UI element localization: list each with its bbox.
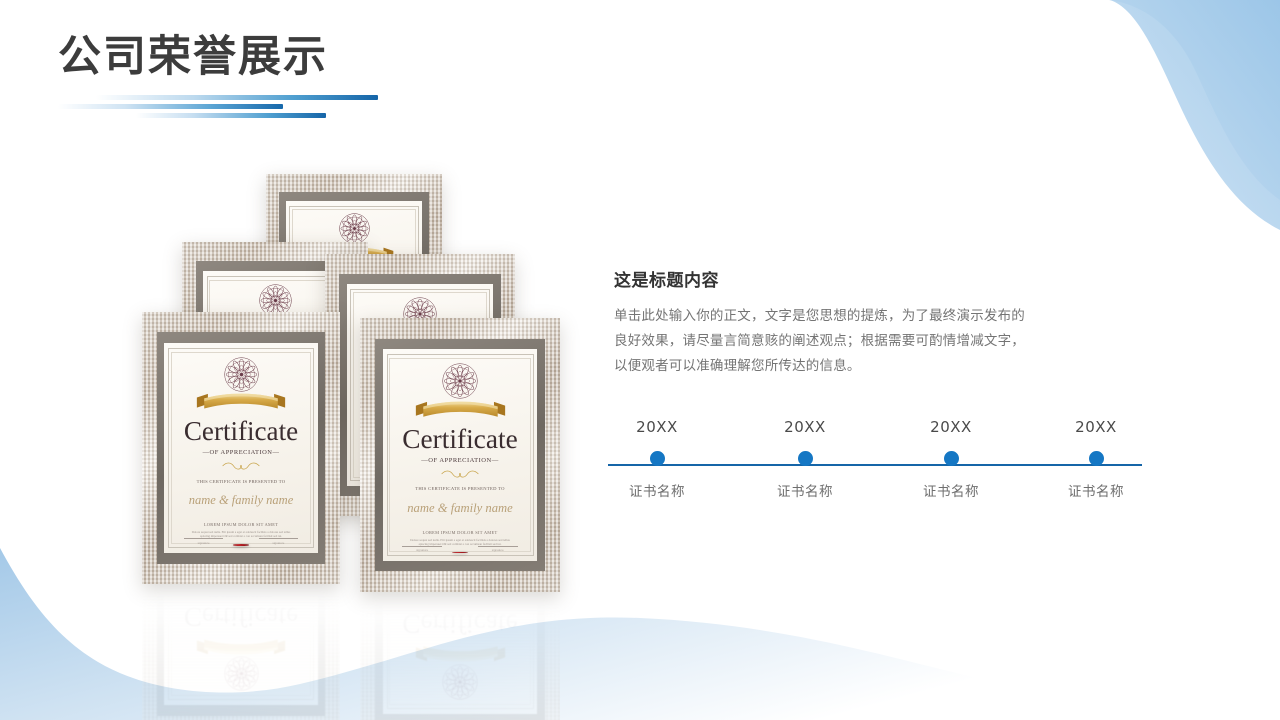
certificate-title: Certificate (183, 416, 299, 447)
timeline-axis (608, 464, 1142, 466)
certificate-recipient-name: name & family name (407, 501, 513, 516)
certificate-seal-icon (233, 543, 249, 546)
certificate-mandala-icon (442, 659, 478, 700)
certificate-front-right[interactable]: Certificate —OF APPRECIATION— THIS CERTIF… (360, 318, 560, 592)
timeline-node-3[interactable]: 20XX 证书名称 (891, 418, 1011, 500)
title-rule-1 (96, 95, 378, 101)
timeline-year: 20XX (636, 418, 678, 436)
certificate-ribbon-icon (195, 392, 287, 422)
timeline-dot-icon[interactable] (649, 451, 665, 466)
certificate-mandala-icon (223, 651, 259, 691)
certificate-flourish-icon (218, 458, 264, 476)
timeline-label: 证书名称 (629, 484, 685, 500)
certificate-mat: Certificate —OF APPRECIATION— THIS CERTIF… (375, 338, 545, 572)
certificate-recipient-name: name & family name (188, 493, 294, 508)
certificate-gallery: Certificate—OF APPRECIATION— THIS CERTIF… (120, 170, 580, 720)
certificate-subtitle: —OF APPRECIATION— (421, 456, 499, 464)
certificate-signature-row: signature signature (183, 538, 299, 545)
certificate-reflection-front-right: Certificate —OF APPRECIATION— THIS CERTIF… (360, 471, 560, 720)
certificate-mandala-icon (223, 357, 259, 397)
certificate-signature-line: signature (402, 546, 443, 552)
timeline-label: 证书名称 (923, 484, 979, 500)
certificate-lorem-heading: LOREM IPSUM DOLOR SIT AMET (422, 530, 498, 536)
certificate-lorem-body: Dolore sequat sed nulla. Elit ipsum a eg… (410, 537, 510, 547)
timeline-label: 证书名称 (777, 484, 833, 500)
page-title: 公司荣誉展示 (58, 32, 328, 82)
timeline-year: 20XX (784, 418, 826, 436)
certificate-ribbon-icon (414, 400, 507, 430)
certificate-signature-line: signature (258, 538, 299, 545)
content-body-line: 单击此处输入你的正文，文字是您思想的提炼，为了最终演示发布的 (614, 308, 1025, 324)
certificate-mandala-icon (442, 363, 478, 404)
blob-top-right (1090, 0, 1280, 200)
timeline-label: 证书名称 (1068, 484, 1124, 500)
certificate-ribbon-icon (414, 633, 507, 663)
certificate-title: Certificate (402, 423, 518, 454)
certificate-paper: Certificate —OF APPRECIATION— THIS CERTIF… (382, 349, 538, 561)
content-body-line: 以便观者可以准确理解您所传达的信息。 (614, 358, 861, 374)
timeline: 20XX 证书名称 20XX 证书名称 20XX 证书名称 20XX 证书名称 (608, 418, 1142, 518)
certificate-subtitle: —OF APPRECIATION— (421, 599, 499, 607)
certificate-subtitle: —OF APPRECIATION— (202, 448, 280, 456)
certificate-presented-to: THIS CERTIFICATE IS PRESENTED TO (196, 479, 286, 485)
title-rule-3 (136, 113, 326, 119)
certificate-lorem-heading: LOREM IPSUM DOLOR SIT AMET (203, 522, 279, 528)
timeline-dot-icon[interactable] (797, 451, 813, 466)
content-panel: 这是标题内容 单击此处输入你的正文，文字是您思想的提炼，为了最终演示发布的 良好… (614, 266, 1134, 379)
timeline-node-4[interactable]: 20XX 证书名称 (1036, 418, 1156, 500)
content-body: 单击此处输入你的正文，文字是您思想的提炼，为了最终演示发布的 良好效果，请尽量言… (614, 304, 1134, 379)
certificate-subtitle: —OF APPRECIATION— (202, 592, 280, 600)
certificate-ribbon-icon (195, 626, 287, 656)
certificate-front-left[interactable]: Certificate—OF APPRECIATION— THIS CERTIF… (142, 312, 340, 584)
timeline-year: 20XX (930, 418, 972, 436)
title-rule-2 (58, 104, 283, 110)
content-heading: 这是标题内容 (614, 271, 719, 291)
certificate-signature-line: signature (477, 546, 518, 552)
timeline-dot-icon[interactable] (1088, 451, 1104, 466)
certificate-title: Certificate (183, 601, 299, 632)
certificate-paper: Certificate—OF APPRECIATION— THIS CERTIF… (164, 342, 318, 554)
content-body-line: 良好效果，请尽量言简意赅的阐述观点；根据需要可酌情增减文字， (614, 333, 1025, 349)
certificate-mat: Certificate—OF APPRECIATION— THIS CERTIF… (156, 332, 326, 564)
timeline-dot-icon[interactable] (943, 451, 959, 466)
timeline-year: 20XX (1075, 418, 1117, 436)
timeline-node-1[interactable]: 20XX 证书名称 (597, 418, 717, 500)
certificate-lorem-body: Dolore sequat sed nulla. Elit ipsum a eg… (191, 529, 291, 539)
certificate-presented-to: THIS CERTIFICATE IS PRESENTED TO (415, 487, 505, 492)
certificate-title: Certificate (402, 609, 518, 640)
timeline-node-2[interactable]: 20XX 证书名称 (745, 418, 865, 500)
certificate-seal-icon (452, 552, 468, 554)
blob-top-right-2 (1110, 0, 1280, 230)
certificate-signature-line: signature (183, 538, 224, 545)
certificate-reflection-front-left: Certificate—OF APPRECIATION— THIS CERTIF… (142, 464, 340, 720)
title-underline-group (58, 95, 378, 119)
certificate-flourish-icon (437, 466, 483, 484)
page-title-block: 公司荣誉展示 (58, 32, 378, 119)
